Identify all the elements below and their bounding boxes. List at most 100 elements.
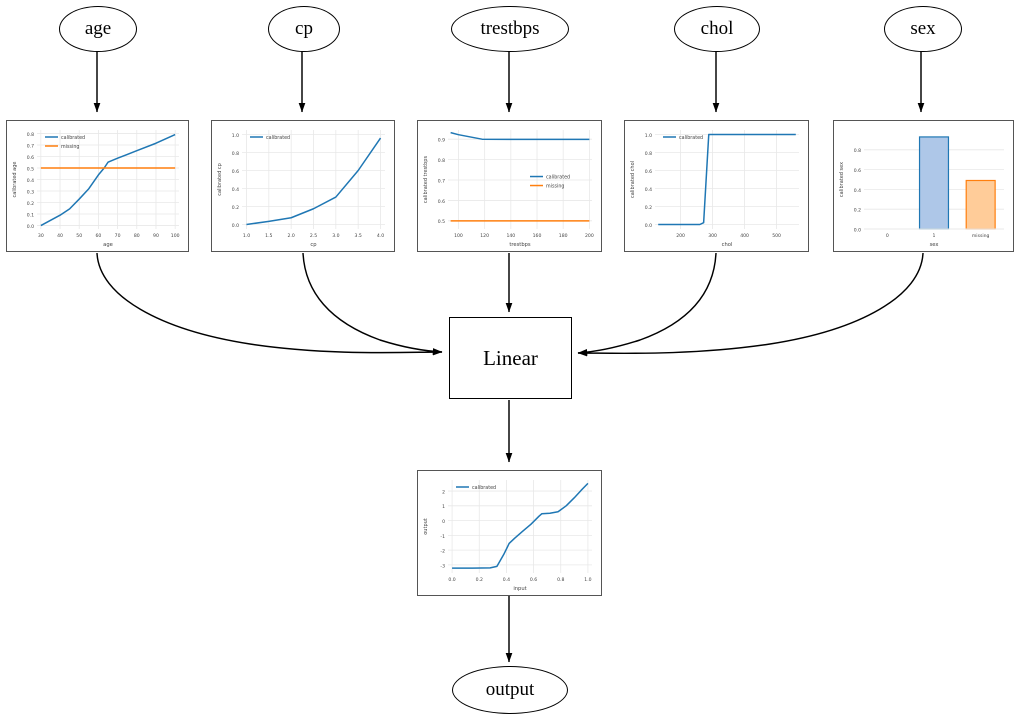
xtick-label: 0.8: [557, 577, 564, 583]
series-calibrated: [246, 137, 382, 226]
edge-chol-chart-to-linear: [577, 252, 717, 356]
node-cp-label: cp: [295, 18, 313, 39]
ytick-label: 0: [442, 519, 445, 525]
xtick-label: 100: [454, 233, 463, 239]
xaxis-label: age: [103, 242, 113, 248]
xaxis-label: chol: [722, 242, 733, 248]
xtick-label: 140: [506, 233, 515, 239]
yaxis-label: output: [423, 518, 429, 535]
xtick-label: 30: [38, 233, 44, 239]
xtick-label: 1.0: [584, 577, 591, 583]
ytick-label: 0.2: [232, 205, 239, 211]
xtick-label: 40: [57, 233, 63, 239]
xtick-label: 180: [559, 233, 568, 239]
ytick-label: 1: [442, 504, 445, 510]
ytick-label: 0.6: [854, 168, 861, 174]
xtick-label: 1.5: [265, 233, 272, 239]
legend-label-missing: missing: [61, 144, 79, 150]
xtick-label: 60: [95, 233, 101, 239]
xtick-label: 2.0: [288, 233, 295, 239]
ytick-label: 0.3: [27, 189, 34, 195]
ytick-label: 2: [442, 489, 445, 495]
edge-age-chart-to-linear: [96, 252, 443, 356]
xtick-label: 500: [772, 233, 781, 239]
ytick-label: 0.8: [27, 132, 34, 138]
xtick-label: 400: [740, 233, 749, 239]
series-calibrated: [452, 482, 589, 569]
ytick-label: 0.2: [27, 201, 34, 207]
node-trestbps-label: trestbps: [480, 18, 540, 39]
xtick-label: 3.5: [355, 233, 362, 239]
node-output-label: output: [485, 679, 535, 700]
xtick-label: 0.0: [448, 577, 455, 583]
node-chol[interactable]: chol: [674, 6, 760, 52]
node-sex[interactable]: sex: [884, 6, 962, 52]
plot-area: [655, 130, 799, 229]
xtick-label: 160: [533, 233, 542, 239]
xtick-label: 100: [171, 233, 180, 239]
node-output[interactable]: output: [452, 666, 568, 714]
xtick-label: 120: [480, 233, 489, 239]
plot-area: [448, 480, 592, 573]
ytick-label: 0.2: [645, 205, 652, 211]
xtick-label: 80: [134, 233, 140, 239]
yaxis-label: calibrated sex: [839, 162, 845, 197]
ytick-label: 0.8: [438, 158, 445, 164]
yaxis-label: calibrated chol: [630, 161, 636, 198]
ytick-label: 0.4: [232, 187, 239, 193]
ytick-label: 0.8: [854, 148, 861, 154]
edge-cp-chart-to-linear: [302, 252, 443, 355]
legend-label-calibrated: calibrated: [61, 135, 85, 141]
ytick-label: -2: [440, 549, 445, 555]
node-chol-label: chol: [700, 18, 734, 39]
ytick-label: 0.0: [645, 223, 652, 229]
ytick-label: 0.1: [27, 212, 34, 218]
xtick-label: 1.0: [243, 233, 250, 239]
legend-label-calibrated: calibrated: [472, 485, 496, 491]
xaxis-label: input: [513, 586, 526, 592]
xtick-label: 0.2: [476, 577, 483, 583]
ytick-label: 0.4: [854, 188, 861, 194]
node-linear[interactable]: Linear: [449, 317, 572, 399]
yaxis-label: calibrated cp: [217, 163, 223, 196]
ytick-label: 0.6: [438, 199, 445, 205]
ytick-label: 0.8: [232, 151, 239, 157]
xtick-label: 200: [676, 233, 685, 239]
node-trestbps[interactable]: trestbps: [451, 6, 569, 52]
xtick-label: 3.0: [332, 233, 339, 239]
ytick-label: 1.0: [645, 133, 652, 139]
ytick-label: 0.6: [645, 169, 652, 175]
xtick-label: 50: [76, 233, 82, 239]
xaxis-label: trestbps: [509, 242, 531, 248]
xtick-label: 4.0: [377, 233, 384, 239]
legend-label-calibrated: calibrated: [266, 135, 290, 141]
xtick-label: 70: [115, 233, 121, 239]
node-age[interactable]: age: [59, 6, 137, 52]
ytick-label: 0.0: [232, 223, 239, 229]
ytick-label: 0.8: [645, 151, 652, 157]
xtick-label: 1: [933, 233, 936, 239]
ytick-label: 0.7: [27, 143, 34, 149]
yaxis-label: calibrated trestbps: [423, 156, 429, 204]
legend-label-missing: missing: [546, 184, 564, 190]
ytick-label: 0.7: [438, 178, 445, 184]
xtick-label: 0: [886, 233, 889, 239]
series-calibrated: [658, 133, 796, 226]
xtick-label: 0.4: [503, 577, 510, 583]
ytick-label: -3: [440, 563, 445, 569]
ytick-label: 0.5: [27, 166, 34, 172]
node-cp[interactable]: cp: [268, 6, 340, 52]
ytick-label: 0.0: [27, 224, 34, 230]
ytick-label: 0.6: [232, 169, 239, 175]
